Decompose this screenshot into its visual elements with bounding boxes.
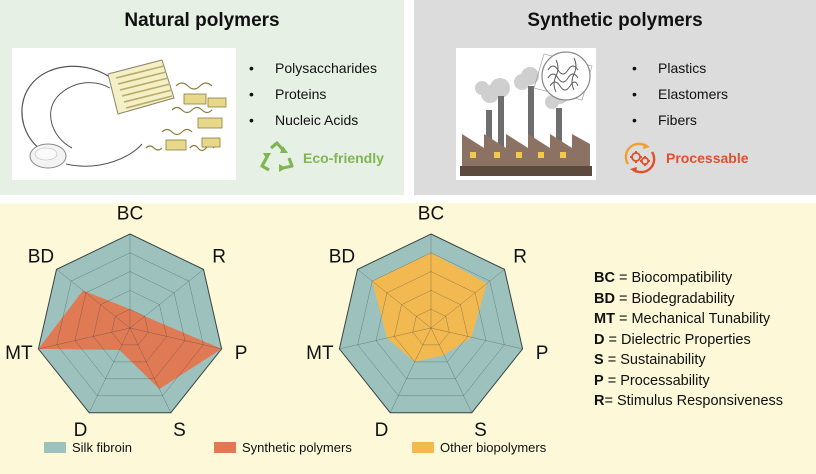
abbreviation-description: Processability (620, 372, 710, 389)
radar-axis-label: BC (117, 204, 143, 225)
legend-item-other-biopolymers: Other biopolymers (412, 439, 546, 455)
radar-axis-label: D (74, 420, 88, 441)
radar-spoke (430, 269, 505, 329)
abbreviation-list: BC = Biocompatibility BD = Biodegradabil… (594, 268, 783, 412)
synthetic-list-item: Elastomers (632, 81, 728, 107)
radar-grid-ring (38, 233, 222, 413)
radar-axis-label: P (536, 343, 549, 364)
abbreviation-row: S = Sustainability (594, 350, 783, 371)
radar-spoke (56, 269, 131, 329)
radar-spoke (129, 327, 222, 350)
synthetic-list-item: Fibers (632, 107, 728, 133)
abbreviation-row: R= Stimulus Responsiveness (594, 391, 783, 412)
radar-axis-label: D (375, 420, 389, 441)
abbreviation-separator: = (604, 393, 617, 409)
radar-grid-ring (56, 252, 204, 397)
eco-friendly-label: Eco-friendly (303, 150, 384, 166)
abbreviation-description: Mechanical Tunability (631, 311, 771, 327)
processable-label: Processable (666, 150, 749, 166)
radar-spoke (339, 327, 432, 350)
radar-spoke (430, 327, 473, 413)
abbreviation-row: BC = Biocompatibility (594, 268, 783, 289)
abbreviation-separator: = (604, 331, 622, 348)
radar-axis-label: R (212, 246, 226, 267)
legend-swatch (214, 441, 236, 453)
abbreviation-row: MT = Mechanical Tunability (594, 309, 783, 330)
natural-polymer-list: Polysaccharides Proteins Nucleic Acids (249, 55, 377, 133)
eco-friendly-badge: Eco-friendly (259, 140, 384, 176)
legend-item-silk-fibroin: Silk fibroin (44, 439, 132, 455)
abbreviation-description: Sustainability (620, 352, 706, 368)
abbreviation-description: Dielectric Properties (621, 331, 751, 348)
natural-polymers-panel: Natural polymers (0, 0, 404, 195)
silk-fiber-illustration (12, 48, 236, 180)
synthetic-polymer-list: Plastics Elastomers Fibers (632, 55, 728, 133)
legend-swatch (412, 441, 434, 453)
gears-icon (624, 142, 656, 174)
abbreviation-row: D = Dielectric Properties (594, 330, 783, 351)
natural-list-item: Proteins (249, 81, 377, 107)
factory-image (460, 51, 593, 176)
radar-spoke (357, 269, 432, 329)
radar-spoke (88, 327, 131, 413)
synthetic-list-item: Plastics (632, 55, 728, 81)
synthetic-polymers-panel: Synthetic polymers (414, 0, 816, 195)
abbreviation-description: Biodegradability (631, 290, 735, 307)
abbreviation-row: BD = Biodegradability (594, 289, 783, 310)
factory-illustration (456, 48, 596, 180)
legend-label: Synthetic polymers (242, 439, 352, 455)
legend-swatch (44, 441, 66, 453)
radar-axis-label: P (235, 343, 248, 364)
radar-axis-label: S (474, 420, 487, 441)
abbreviation-key: BD (594, 290, 615, 307)
abbreviation-key: D (594, 331, 605, 348)
abbreviation-description: Biocompatibility (631, 270, 733, 286)
silk-fiber-image (21, 59, 227, 169)
abbreviation-key: P (594, 372, 604, 389)
radar-grid-ring (93, 290, 167, 363)
abbreviation-separator: = (603, 372, 621, 389)
radar-axis-label: MT (306, 343, 334, 364)
abbreviation-key: BC (594, 270, 615, 286)
legend-item-synthetic-polymers: Synthetic polymers (214, 439, 352, 455)
radar-grid-ring (412, 308, 450, 346)
radar-spoke (129, 327, 172, 413)
abbreviation-separator: = (614, 270, 632, 286)
abbreviation-separator: = (603, 352, 621, 368)
abbreviation-separator: = (614, 290, 632, 307)
radar-spoke (389, 327, 432, 413)
radar-grid-ring (74, 271, 186, 380)
radar-axis-label: MT (5, 343, 33, 364)
abbreviation-key: S (594, 352, 604, 368)
processable-badge: Processable (622, 140, 749, 176)
abbreviation-separator: = (614, 311, 632, 327)
radar-axis-label: S (173, 420, 186, 441)
radar-grid-ring (357, 252, 505, 397)
abbreviation-row: P = Processability (594, 371, 783, 392)
radar-grid-ring (375, 271, 487, 380)
radar-axis-label: BC (418, 204, 444, 225)
radar-grid-ring (339, 233, 523, 413)
radar-spoke (430, 327, 523, 350)
radar-grid-ring (394, 290, 468, 363)
abbreviation-key: R (594, 393, 605, 409)
abbreviation-key: MT (594, 311, 615, 327)
radar-grid-ring (111, 308, 149, 346)
natural-panel-title: Natural polymers (124, 10, 280, 31)
legend-label: Silk fibroin (72, 439, 132, 455)
radar-charts: BC R P S D MT BD BC R P S D MT BD (5, 204, 549, 442)
radar-axis-label: BD (329, 246, 355, 267)
radar-series-synthetic-polymers (38, 290, 222, 389)
recycle-icon (260, 141, 294, 172)
radar-spoke (129, 269, 204, 329)
natural-list-item: Polysaccharides (249, 55, 377, 81)
legend-label: Other biopolymers (440, 439, 547, 455)
synthetic-panel-title: Synthetic polymers (527, 10, 703, 31)
radar-axis-label: BD (28, 246, 54, 267)
radar-axis-label: R (513, 246, 527, 267)
abbreviation-description: Stimulus Responsiveness (616, 393, 784, 409)
radar-spoke (38, 327, 131, 350)
natural-list-item: Nucleic Acids (249, 107, 377, 133)
